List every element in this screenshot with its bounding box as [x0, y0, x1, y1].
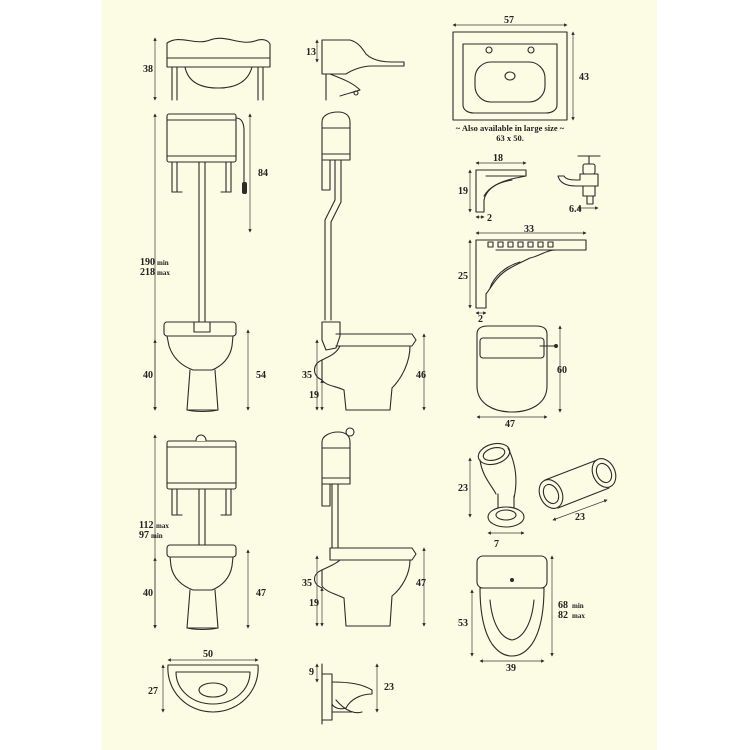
basin-top-view-icon [452, 31, 568, 121]
dim-corner-side-height: 23 [384, 682, 394, 693]
dim-high-total-min: 190 [140, 257, 155, 268]
dim-large-bracket-width: 33 [524, 224, 534, 235]
toilet-seat-icon [476, 325, 558, 413]
dim-pan-connector-base: 7 [494, 539, 499, 550]
dim-low-side-outlet: 19 [309, 598, 319, 609]
pan-connector-icon [477, 442, 525, 528]
dim-small-bracket-height: 19 [458, 186, 468, 197]
basin-note-line1: ~ Also available in large size ~ [456, 123, 565, 133]
basin-side-icon [321, 39, 405, 101]
close-coupled-toilet-icon [476, 555, 548, 657]
dim-low-total-max: 112 [139, 520, 153, 531]
high-level-toilet-front-icon [163, 113, 247, 413]
dim-low-total-min: 97 [139, 530, 149, 541]
dim-high-total-max: 218 [140, 267, 155, 278]
dim-min-label-3: min [572, 602, 584, 610]
low-level-toilet-side-icon [313, 427, 417, 627]
dim-small-bracket-width: 18 [493, 153, 503, 164]
dim-high-side-pan-height: 35 [302, 370, 312, 381]
dim-cb-total-min: 68 [558, 600, 568, 611]
dim-seat-height: 60 [557, 365, 567, 376]
dim-max-label: max [157, 269, 170, 277]
dim-seat-width: 47 [505, 419, 515, 430]
dim-min-label-2: min [151, 532, 163, 540]
basin-front-icon [166, 37, 271, 101]
dim-basin-top-depth: 43 [579, 72, 589, 83]
straight-connector-icon [538, 458, 617, 509]
basin-note-line2: 63 x 50. [496, 133, 524, 143]
dim-corner-basin-depth: 27 [148, 686, 158, 697]
dim-high-side-total: 46 [416, 370, 426, 381]
dim-high-cistern-height: 84 [258, 168, 268, 179]
dim-pan-connector-height: 23 [458, 483, 468, 494]
dim-large-bracket-depth: 2 [478, 314, 483, 325]
dim-max-label-2: max [156, 522, 169, 530]
high-level-toilet-side-icon [313, 111, 417, 411]
dim-tap-size: 6.4 [569, 204, 582, 215]
dim-high-pan-height: 40 [143, 370, 153, 381]
dim-low-side-total: 47 [416, 578, 426, 589]
pillar-tap-icon [557, 155, 601, 205]
small-bracket-icon [475, 169, 527, 213]
catalogue-sheet [102, 0, 657, 750]
dim-cb-total-max: 82 [558, 610, 568, 621]
dim-cb-pan-width: 39 [506, 663, 516, 674]
low-level-toilet-front-icon [166, 434, 237, 631]
dim-basin-front-height: 38 [143, 64, 153, 75]
dim-corner-basin-width: 50 [203, 649, 213, 660]
large-bracket-icon [475, 239, 587, 309]
dim-cb-pan-height: 53 [458, 618, 468, 629]
dim-low-pan-depth: 47 [256, 588, 266, 599]
dim-max-label-3: max [572, 612, 585, 620]
dim-corner-side-top: 9 [309, 667, 314, 678]
dim-straight-connector-length: 23 [575, 512, 585, 523]
dim-basin-side-depth: 13 [306, 47, 316, 58]
corner-basin-top-icon [167, 664, 259, 713]
dim-high-pan-depth: 54 [256, 370, 266, 381]
dim-basin-top-width: 57 [504, 15, 514, 26]
corner-basin-side-icon [321, 663, 373, 725]
dim-small-bracket-depth: 2 [487, 213, 492, 224]
dim-high-side-outlet: 19 [309, 390, 319, 401]
dim-low-side-pan-height: 35 [302, 578, 312, 589]
dim-large-bracket-height: 25 [458, 271, 468, 282]
dim-min-label: min [157, 259, 169, 267]
dim-low-pan-height: 40 [143, 588, 153, 599]
